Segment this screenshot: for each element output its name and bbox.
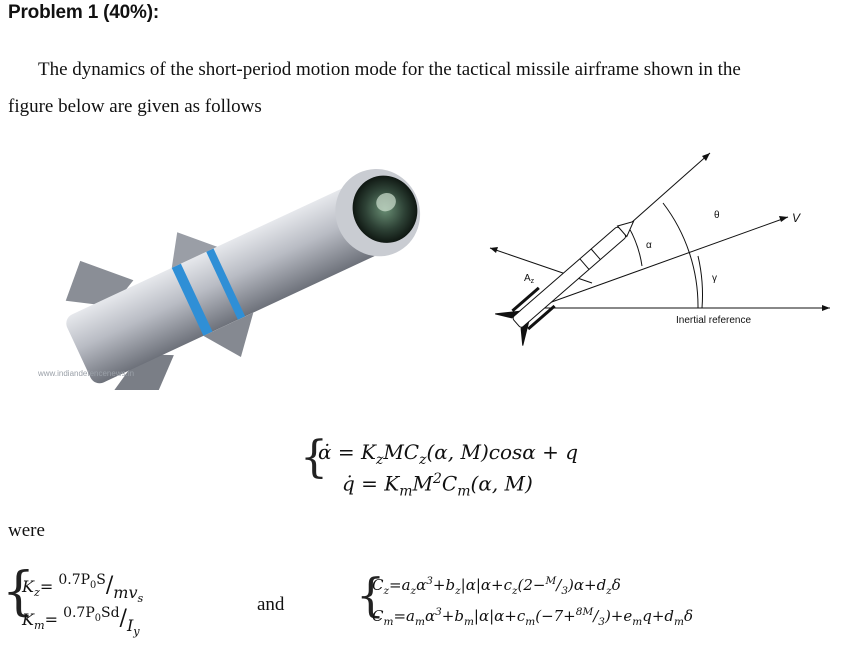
photo-watermark: www.indiandefencenews.in [37,369,134,378]
label-v: V [792,211,801,225]
angle-diagram: θ α V γ Az Inertial reference [489,152,830,346]
were-label: were [8,520,45,541]
label-gamma: γ [712,273,717,284]
equations-brace: { [300,432,328,483]
cm-definition: Cm=amα3+bm|α|α+cm(−7+8M/3)+emq+dmδ [372,606,694,628]
problem-heading: Problem 1 (40%): [8,2,159,23]
mid-fin-bottom [203,312,254,357]
cz-definition: Cz=azα3+bz|α|α+cz(2−M/3)α+dzδ [372,575,621,597]
seeker-glint [376,192,396,212]
intro-line-1: The dynamics of the short-period motion … [38,59,741,80]
gamma-arc [697,255,703,309]
label-inertial-reference: Inertial reference [676,315,751,326]
label-alpha: α [646,240,652,251]
missile-band-1 [171,263,213,336]
label-az: Az [524,273,535,285]
km-definition: Km= 0.7P0Sd/Iy [22,605,140,639]
missile-band-2 [206,248,246,320]
equation-q-dot: q̇ = KmM2Cm(α, M) [342,471,533,500]
coefficients-brace: { [2,562,36,622]
label-theta: θ [714,210,720,221]
velocity-vector [534,216,789,309]
rear-fin-bottom [110,354,174,390]
theta-arc [662,202,699,309]
missile-photo: www.indiandefencenews.in [37,168,421,390]
mid-fin-top [171,232,218,268]
kz-definition: Kz= 0.7P0S/mvs [22,572,144,606]
equation-alpha-dot: α̇ = KzMCz(α, M)cosα + q [318,440,579,468]
aero-brace: { [356,568,386,622]
intro-line-2: figure below are given as follows [8,96,262,117]
and-label: and [257,594,285,615]
alpha-arc [627,225,643,267]
